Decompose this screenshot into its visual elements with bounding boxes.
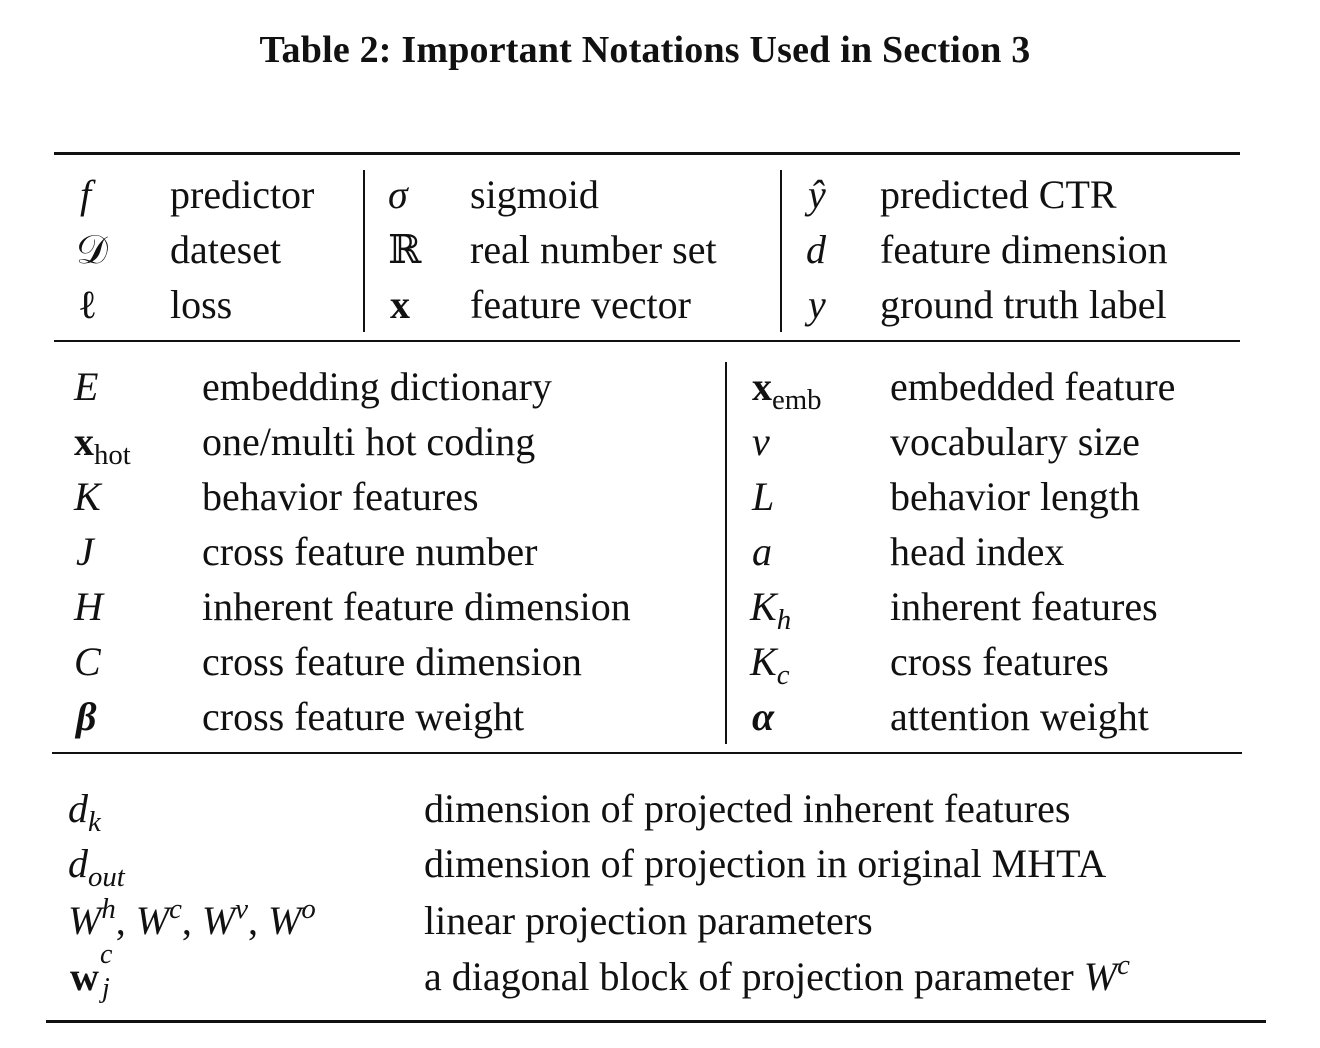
notation-description: dimension of projection in original MHTA <box>424 841 1107 886</box>
notation-symbol: x <box>390 282 410 327</box>
notation-symbol: ŷ <box>808 172 826 217</box>
notation-symbol: xhot <box>74 419 131 472</box>
notation-symbol: β <box>76 694 97 739</box>
notation-description: feature vector <box>470 282 691 327</box>
notation-symbol: y <box>808 282 826 327</box>
notation-description: ground truth label <box>880 282 1167 327</box>
notation-description: sigmoid <box>470 172 599 217</box>
section2-bottom-rule <box>52 752 1242 754</box>
notation-description: predictor <box>170 172 315 217</box>
notation-description: cross feature dimension <box>202 639 582 684</box>
notation-description: dimension of projected inherent features <box>424 786 1071 831</box>
notation-description: feature dimension <box>880 227 1168 272</box>
notation-description: cross feature number <box>202 529 538 574</box>
table-caption: Table 2: Important Notations Used in Sec… <box>259 29 1031 71</box>
notation-symbol: H <box>74 584 103 629</box>
notation-symbol: σ <box>388 172 408 217</box>
notation-description: predicted CTR <box>880 172 1117 217</box>
notation-description: linear projection parameters <box>424 898 873 943</box>
section2-separator <box>725 362 727 744</box>
notation-symbol: dk <box>68 786 101 839</box>
notation-symbol: Kh <box>750 584 792 637</box>
notation-symbol: 𝒟 <box>76 227 108 272</box>
section1-bottom-rule <box>54 340 1240 342</box>
notation-description: inherent feature dimension <box>202 584 631 629</box>
notation-symbol: Kc <box>750 639 790 692</box>
notation-symbol: Wh, Wc, Wv, Wo <box>68 893 316 943</box>
top-rule <box>54 152 1240 155</box>
notation-symbol: C <box>74 639 101 684</box>
notation-description: vocabulary size <box>890 419 1140 464</box>
notation-description: behavior length <box>890 474 1140 519</box>
notation-description: cross feature weight <box>202 694 525 739</box>
notation-description: attention weight <box>890 694 1149 739</box>
section1-separator-2 <box>780 170 782 332</box>
notation-symbol: v <box>752 419 770 464</box>
notation-symbol: a <box>752 529 772 574</box>
notation-description: embedded feature <box>890 364 1176 409</box>
notation-description: head index <box>890 529 1065 574</box>
notation-symbol: f <box>80 172 92 217</box>
notation-symbol: K <box>74 474 101 519</box>
notation-description: loss <box>170 282 233 327</box>
notation-symbol: ℓ <box>78 282 98 327</box>
notation-symbol: L <box>752 474 775 519</box>
notation-description: cross features <box>890 639 1109 684</box>
notation-symbol: ℝ <box>388 227 422 272</box>
notation-description: behavior features <box>202 474 479 519</box>
notation-description: dateset <box>170 227 282 272</box>
notation-symbol: J <box>76 529 94 574</box>
notation-symbol: dout <box>68 841 125 894</box>
notation-symbol: α <box>752 694 775 739</box>
section1-separator-1 <box>363 170 365 332</box>
notation-symbol: E <box>74 364 99 409</box>
bottom-rule <box>46 1020 1266 1023</box>
notation-description: embedding dictionary <box>202 364 552 409</box>
notation-description: real number set <box>470 227 717 272</box>
notation-description: one/multi hot coding <box>202 419 536 464</box>
notation-description: a diagonal block of projection parameter… <box>424 949 1130 999</box>
notation-symbol: d <box>806 227 826 272</box>
notation-symbol: xemb <box>752 364 822 417</box>
notation-description: inherent features <box>890 584 1158 629</box>
